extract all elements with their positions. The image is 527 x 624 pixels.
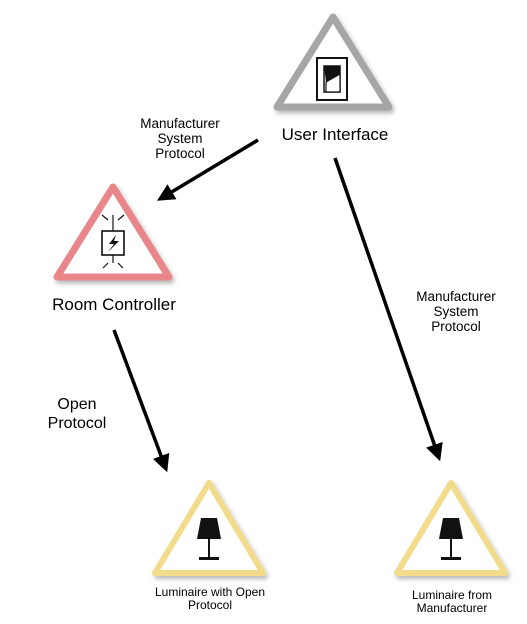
user-interface-label: User Interface xyxy=(282,125,389,144)
room-controller-label: Room Controller xyxy=(52,295,176,314)
node-room-controller: Room Controller xyxy=(52,183,176,314)
edge-label-line: Manufacturer xyxy=(140,116,220,131)
arrow-ui-to-luminaire xyxy=(333,157,443,462)
edge-label-ui-to-controller: Manufacturer System Protocol xyxy=(140,116,220,161)
lamp-icon xyxy=(197,518,221,560)
edge-label-line: Protocol xyxy=(48,415,107,432)
edge-label-line: Open xyxy=(57,396,96,413)
edge-label-ui-to-luminaire: Manufacturer System Protocol xyxy=(416,289,496,334)
node-luminaire-open-protocol: Luminaire with Open Protocol xyxy=(152,480,266,612)
luminaire-mfr-label-line1: Luminaire from xyxy=(412,588,492,602)
luminaire-mfr-label-line2: Manufacturer xyxy=(417,601,488,615)
edge-label-line: Protocol xyxy=(155,146,205,161)
node-luminaire-manufacturer: Luminaire from Manufacturer xyxy=(394,480,508,615)
luminaire-open-label-line2: Protocol xyxy=(188,598,232,612)
switch-icon xyxy=(316,57,348,101)
luminaire-open-label-line1: Luminaire with Open xyxy=(155,585,265,599)
edge-label-controller-to-luminaire: Open Protocol xyxy=(48,396,107,432)
arrow-controller-to-luminaire xyxy=(112,329,170,473)
edge-label-line: System xyxy=(157,131,202,146)
lamp-icon xyxy=(439,518,463,560)
edge-label-line: System xyxy=(433,304,478,319)
edge-label-line: Manufacturer xyxy=(416,289,496,304)
edge-label-line: Protocol xyxy=(431,319,481,334)
controller-icon xyxy=(101,214,125,269)
node-user-interface: User Interface xyxy=(273,13,393,144)
arrow-ui-to-controller xyxy=(157,138,259,201)
